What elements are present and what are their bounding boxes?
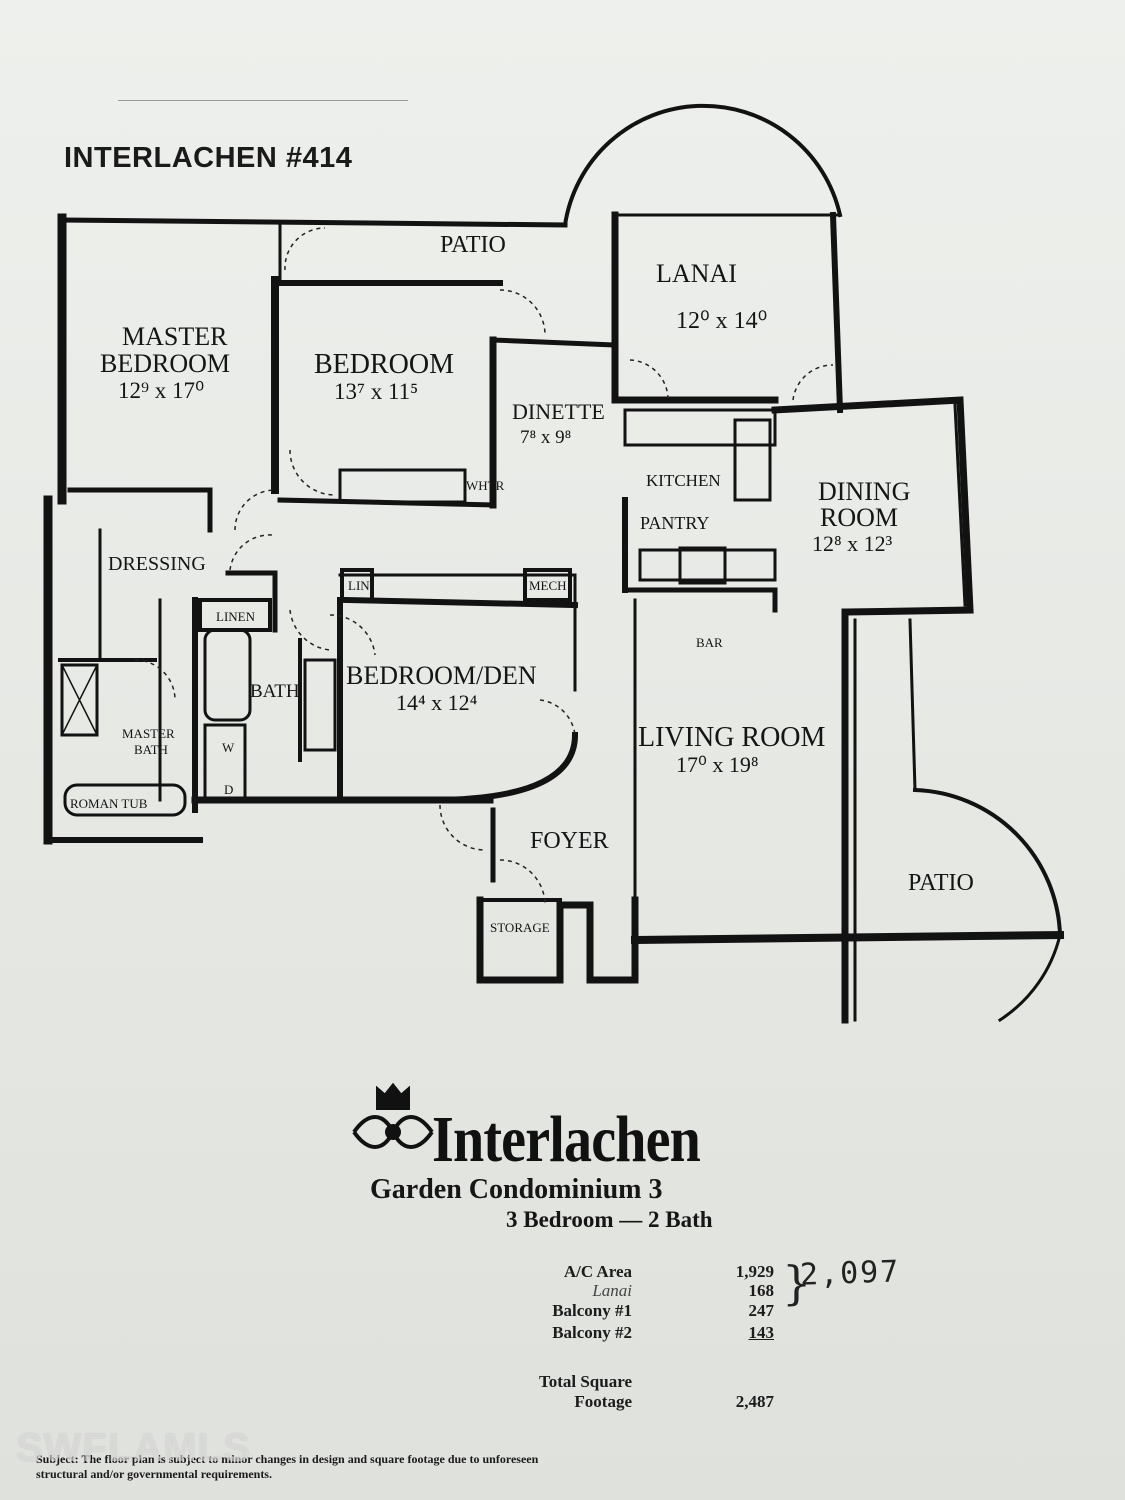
master-bedroom-dims: 12⁹ x 17⁰ [118,378,204,403]
disclaimer-text: Subject: The floor plan is subject to mi… [36,1452,539,1481]
bedroom-den-label: BEDROOM/DEN [346,661,537,690]
brand-name: Interlachen [432,1103,701,1176]
brand-tagline: 3 Bedroom — 2 Bath [506,1207,713,1232]
kitchen-label: KITCHEN [646,471,721,490]
living-room-label: LIVING ROOM [638,722,826,753]
linen-label: LINEN [216,609,256,624]
master-bedroom-label-1: MASTER [122,322,228,351]
washer-label: W [222,740,235,755]
patio-right-label: PATIO [908,870,974,896]
master-bath-label-1: MASTER [122,726,175,741]
area-label: A/C Area [563,1262,632,1281]
dinette-dims: 7⁸ x 9⁸ [520,427,571,448]
handwritten-sum: 2,097 [799,1254,901,1293]
roman-tub-label: ROMAN TUB [70,796,148,811]
dryer-label: D [224,782,233,797]
bedroom-den-dims: 14⁴ x 12⁴ [396,690,478,715]
bar-label: BAR [696,635,723,650]
dressing-label: DRESSING [108,553,206,575]
living-room-dims: 17⁰ x 19⁸ [676,752,759,777]
plan-walls [43,103,1065,1024]
area-value: 143 [748,1323,775,1342]
master-bedroom-label-2: BEDROOM [100,349,230,378]
watermark: SWFLAMLS [16,1426,251,1470]
patio-top-label: PATIO [440,232,506,258]
total-label-line-2: Footage [574,1392,632,1411]
document-title: INTERLACHEN #414 [64,142,353,174]
lin-label: LIN [348,578,370,593]
area-label: Lanai [592,1281,632,1300]
bath-label: BATH [250,681,300,702]
area-label: Balcony #2 [552,1323,632,1342]
bedroom-dims: 13⁷ x 11⁵ [334,379,418,404]
bedroom-label: BEDROOM [314,349,454,380]
interlachen-logo-mark [352,1082,434,1149]
lanai-label: LANAI [656,259,737,288]
dining-room-label-1: DINING [818,477,910,506]
area-value: 168 [748,1281,775,1300]
area-value: 247 [748,1301,775,1320]
pantry-label: PANTRY [640,513,709,533]
area-label: Balcony #1 [552,1301,632,1320]
total-value: 2,487 [735,1392,774,1411]
master-bath-label-2: BATH [134,742,168,757]
dining-room-dims: 12⁸ x 12³ [812,531,893,556]
door-swings [134,227,834,906]
total-label-line-1: Total Square [538,1372,632,1391]
brand-subtitle: Garden Condominium 3 [370,1174,663,1205]
area-value: 1,929 [735,1262,774,1281]
floor-plan: PATIO LANAI 12⁰ x 14⁰ MASTER BEDROOM 12⁹… [43,103,1065,1024]
top-rule-line [118,100,408,101]
mech-label: MECH [529,578,567,593]
brace-mark: } [782,1256,812,1310]
dinette-label: DINETTE [512,399,605,424]
dining-room-label-2: ROOM [820,503,898,532]
storage-label: STORAGE [490,920,550,935]
whtr-label: WHTR [466,478,505,493]
lanai-dims: 12⁰ x 14⁰ [676,308,767,334]
foyer-label: FOYER [530,828,609,854]
